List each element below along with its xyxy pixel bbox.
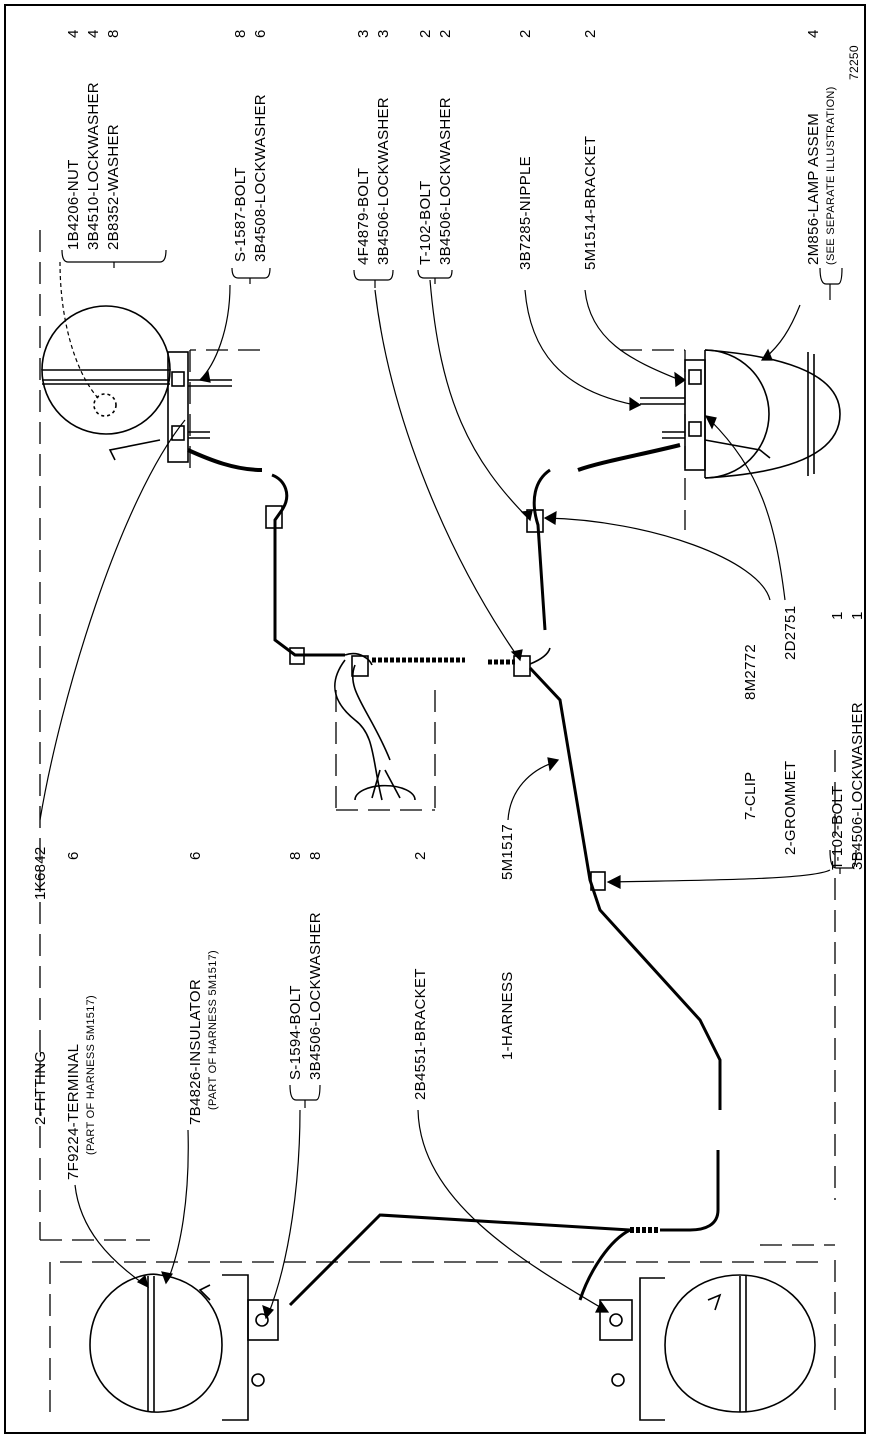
callout-left-0-qty-0: 1K6842 (32, 846, 49, 900)
callout-right-3-qty-1: 2 (437, 29, 454, 38)
callout-right-1-line-0: S-1587-BOLT (232, 167, 249, 262)
figure-number: 72250 (847, 45, 861, 80)
callout-right-0-qty-2: 8 (105, 29, 122, 38)
callout-right-1-line-1: 3B4508-LOCKWASHER (252, 94, 269, 262)
callout-middle-0-qty-0: 8M2772 (742, 644, 759, 700)
callout-right-0-qty-1: 4 (85, 29, 102, 38)
callout-right-1-qty-1: 6 (252, 29, 269, 38)
harness-right-branch (526, 468, 551, 631)
callout-right-0-line-1: 3B4510-LOCKWASHER (85, 82, 102, 250)
callouts-middle-group: 7-CLIP 8M2772 2-GROMMET 2D2751 T-102-BOL… (742, 606, 866, 870)
lamp-lower-left (89, 1273, 279, 1421)
callout-right-2-qty-1: 3 (375, 29, 392, 38)
callouts-right-group: 1B4206-NUT 4 3B4510-LOCKWASHER 4 2B8352-… (65, 29, 861, 270)
callout-right-3-line-1: 3B4506-LOCKWASHER (437, 97, 454, 265)
callout-right-2-line-1: 3B4506-LOCKWASHER (375, 97, 392, 265)
callout-left-3-line-0: S-1594-BOLT (287, 985, 304, 1080)
lamp-upper-left (41, 305, 263, 472)
callout-right-6-line-0: 2M856-LAMP ASSEM (805, 113, 822, 265)
callout-middle-0-line-0: 7-CLIP (742, 772, 759, 821)
callout-right-3-line-0: T-102-BOLT (417, 181, 434, 265)
callout-left-4-qty-0: 2 (412, 851, 429, 860)
callout-left-1-qty-0: 6 (65, 851, 82, 860)
callout-right-2-qty-0: 3 (355, 29, 372, 38)
lamp-upper-right (577, 349, 841, 479)
lamp-lower-right (599, 1274, 816, 1421)
callout-left-0-line-0: 2-FITTING (32, 1051, 49, 1125)
callout-middle-2-qty-1: 1 (849, 611, 866, 620)
callout-right-0-line-2: 2B8352-WASHER (105, 124, 122, 250)
callout-right-5-qty-0: 2 (582, 29, 599, 38)
callout-right-4-qty-0: 2 (517, 29, 534, 38)
callout-right-3-qty-0: 2 (417, 29, 434, 38)
callout-left-5-line-0: 1-HARNESS (499, 971, 516, 1060)
callout-left-3-line-1: 3B4506-LOCKWASHER (307, 912, 324, 1080)
callouts-left-group: 2-FITTING 1K6842 7F9224-TERMINAL 6 (PART… (32, 824, 516, 1180)
callout-left-2-line-0: 7B4826-INSULATOR (187, 979, 204, 1125)
diagram-border (4, 4, 866, 1434)
harness-left-branch (265, 473, 465, 801)
callout-right-5-line-0: 5M1514-BRACKET (582, 136, 599, 270)
callout-right-6-qty-0: 4 (805, 29, 822, 38)
callout-braces (61, 249, 857, 1108)
callout-left-2-note: (PART OF HARNESS 5M1517) (207, 950, 219, 1110)
callout-right-6-note: (SEE SEPARATE ILLUSTRATION) (825, 86, 837, 265)
callout-left-2-qty-0: 6 (187, 851, 204, 860)
callout-left-5-qty-0: 5M1517 (499, 824, 516, 880)
callout-left-1-note: (PART OF HARNESS 5M1517) (85, 995, 97, 1155)
callout-right-1-qty-0: 8 (232, 29, 249, 38)
dashed-outline (39, 230, 836, 1420)
callout-middle-1-qty-0: 2D2751 (782, 606, 799, 660)
callout-left-3-qty-1: 8 (307, 851, 324, 860)
leader-lines (39, 261, 831, 1320)
callout-left-4-line-0: 2B4551-BRACKET (412, 968, 429, 1100)
callout-right-0-line-0: 1B4206-NUT (65, 159, 82, 250)
callout-middle-2-line-1: 3B4506-LOCKWASHER (849, 702, 866, 870)
callout-right-0-qty-0: 4 (65, 29, 82, 38)
callout-left-3-qty-0: 8 (287, 851, 304, 860)
callout-middle-2-qty-0: 1 (829, 611, 846, 620)
harness-trunk (288, 647, 722, 1307)
callout-right-2-line-0: 4F4879-BOLT (355, 168, 372, 265)
callout-middle-2-line-0: T-102-BOLT (829, 786, 846, 870)
callout-middle-1-line-0: 2-GROMMET (782, 761, 799, 855)
callout-right-4-line-0: 3B7285-NIPPLE (517, 156, 534, 270)
callout-left-1-line-0: 7F9224-TERMINAL (65, 1044, 82, 1180)
